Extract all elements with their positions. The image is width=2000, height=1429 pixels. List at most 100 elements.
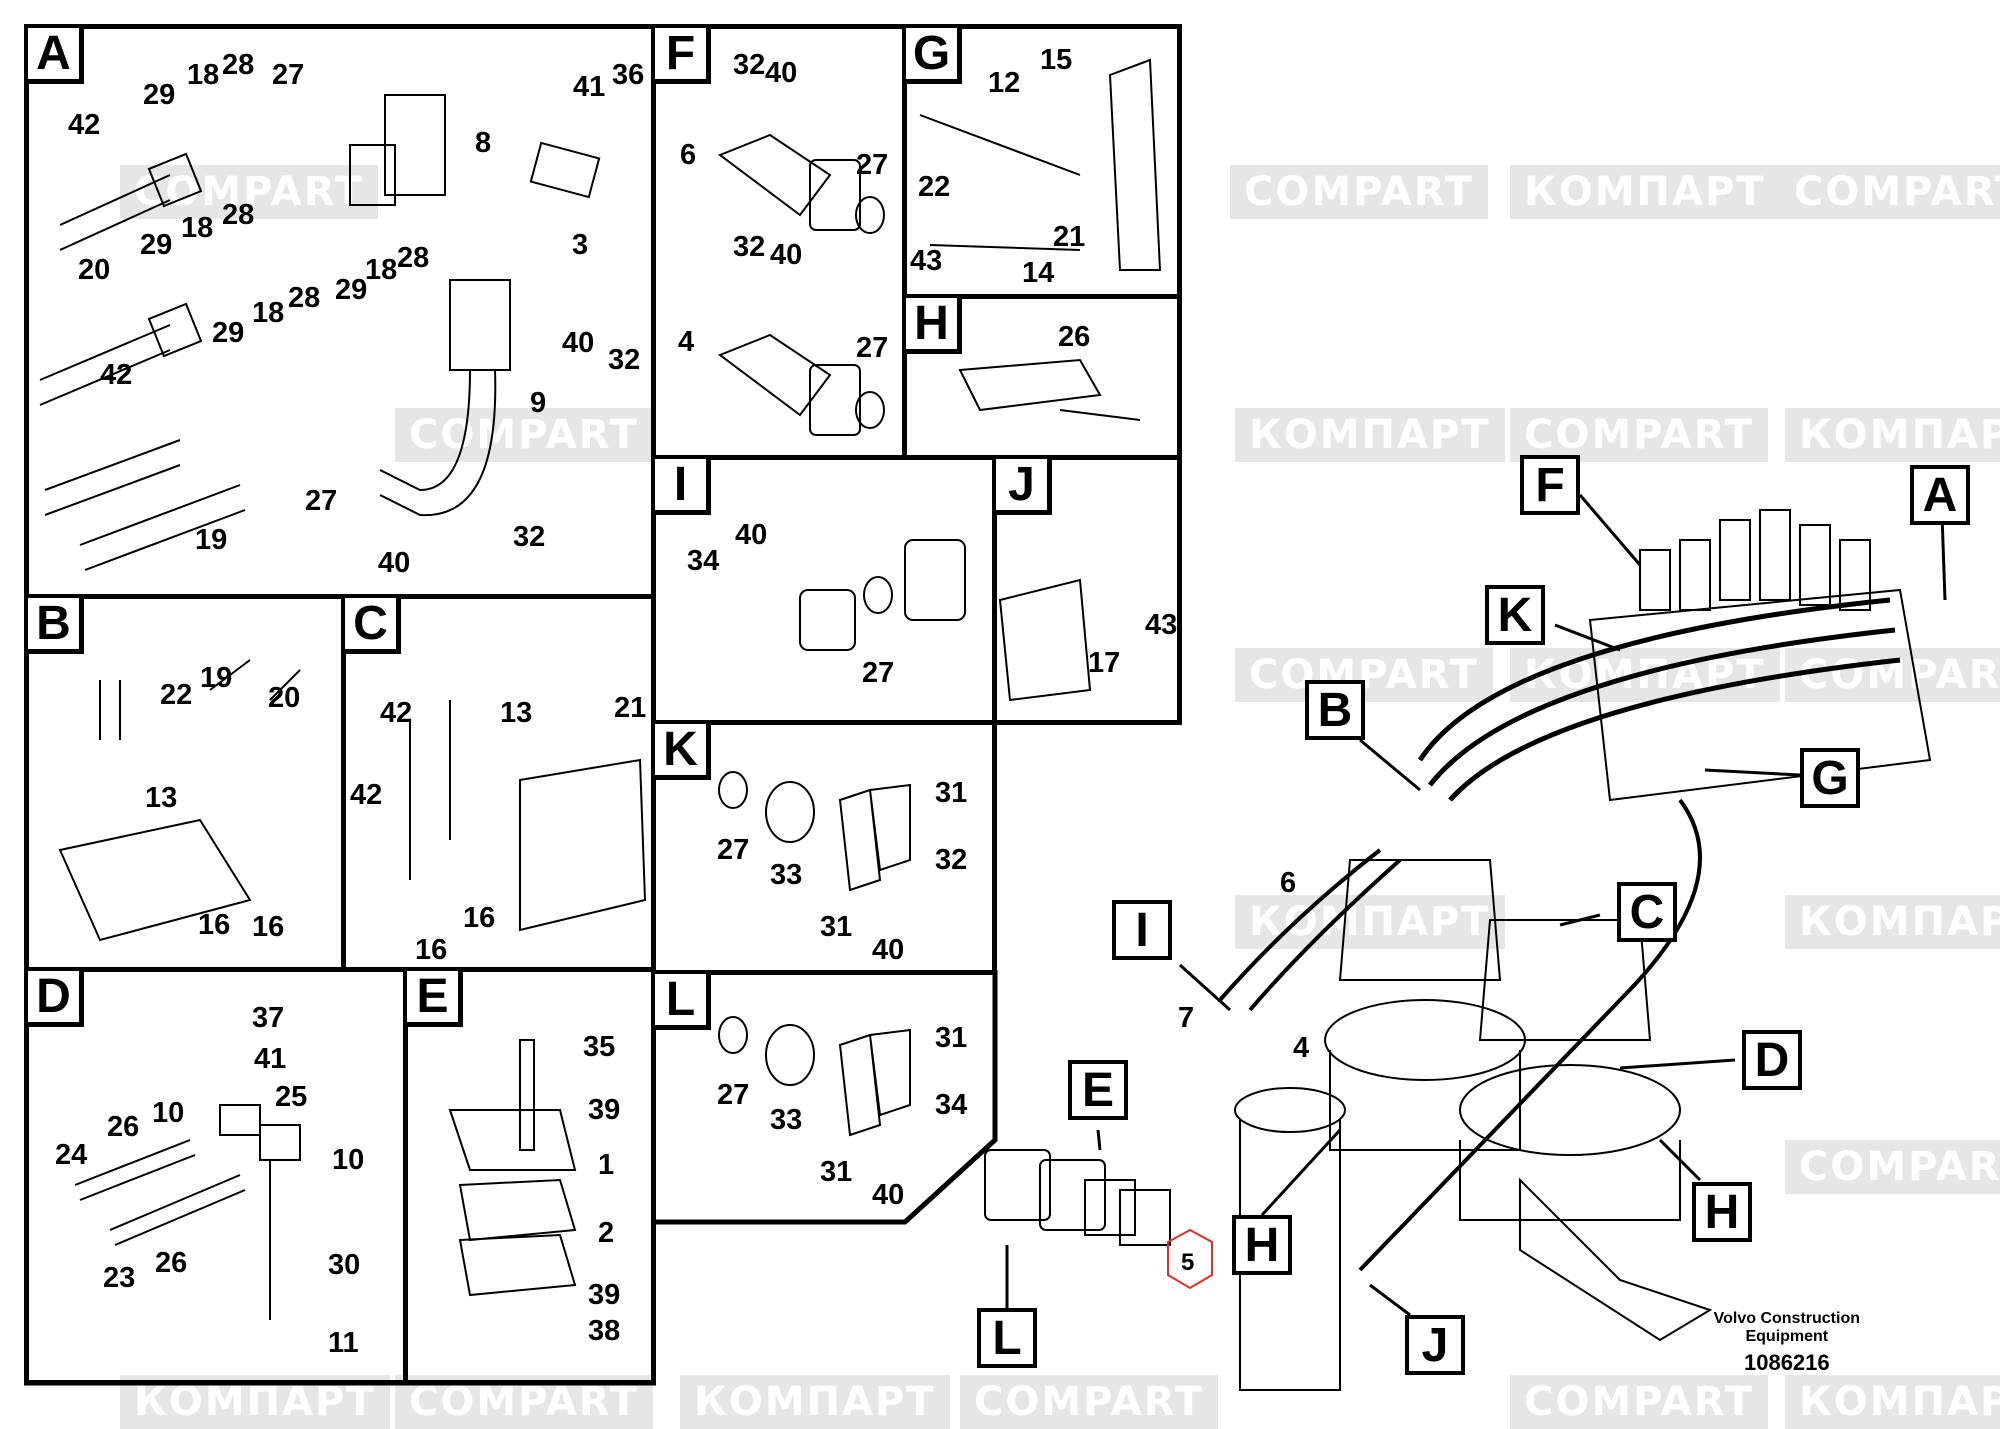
center-joint-top	[1234, 1087, 1346, 1133]
callout-number: 39	[588, 1094, 621, 1126]
highlighted-part-number[interactable]: 5	[1181, 1249, 1195, 1276]
watermark-kompart: КОМПАРТ	[1235, 895, 1505, 949]
swing-gear-1	[1329, 1050, 1521, 1151]
callout-k[interactable]: K	[1485, 585, 1545, 645]
callout-number: 35	[583, 1031, 616, 1063]
swing-gear-2	[1459, 1140, 1681, 1221]
callout-number: 26	[1058, 321, 1091, 353]
callout-number: 43	[1145, 609, 1178, 641]
panel-label: A	[28, 28, 84, 84]
callout-number: 36	[612, 59, 645, 91]
callout-i[interactable]: I	[1112, 900, 1172, 960]
panel-label: F	[655, 28, 711, 84]
flange	[349, 144, 396, 206]
callout-number: 25	[275, 1081, 308, 1113]
tubes	[74, 1139, 246, 1246]
flange	[809, 364, 861, 436]
callout-number: 41	[573, 71, 606, 103]
callout-number: 42	[380, 697, 413, 729]
hose-fitting	[147, 302, 203, 358]
callout-a[interactable]: A	[1910, 465, 1970, 525]
clamp-2	[458, 1178, 577, 1297]
callout-number: 13	[145, 782, 178, 814]
callout-g[interactable]: G	[1800, 748, 1860, 808]
hose-19	[79, 484, 246, 571]
callout-j[interactable]: J	[1405, 1315, 1465, 1375]
callout-number: 40	[770, 239, 803, 271]
callout-number: 9	[530, 387, 547, 419]
spools	[1639, 509, 1871, 611]
callout-number: 28	[222, 199, 255, 231]
callout-number: 40	[735, 519, 768, 551]
callout-c[interactable]: C	[1617, 882, 1677, 942]
watermark-compart: COMPART	[1230, 165, 1489, 219]
swivel	[998, 578, 1092, 702]
callout-number: 32	[608, 344, 641, 376]
part-number: 4	[1293, 1032, 1310, 1064]
panel-a: A	[24, 24, 656, 599]
panel-label: I	[655, 459, 711, 515]
o-ring-27	[855, 196, 885, 234]
callout-number: 14	[1022, 257, 1055, 289]
hoses	[409, 700, 451, 880]
clamp-assembly	[958, 358, 1141, 421]
flange	[809, 159, 861, 231]
callout-number: 21	[614, 692, 647, 724]
panel-label: B	[28, 598, 84, 654]
callout-number: 34	[687, 545, 720, 577]
flange	[904, 539, 966, 621]
callout-number: 42	[350, 779, 383, 811]
callout-e[interactable]: E	[1068, 1060, 1128, 1120]
callout-number: 16	[415, 934, 448, 966]
callout-number: 17	[1088, 647, 1121, 679]
valve-block	[58, 818, 252, 942]
callout-number: 30	[328, 1249, 361, 1281]
publisher-line2: Equipment	[1745, 1328, 1829, 1345]
callout-number: 40	[765, 57, 798, 89]
panel-label: L	[655, 974, 711, 1030]
callout-number: 28	[222, 49, 255, 81]
callout-number: 18	[252, 297, 285, 329]
callout-f[interactable]: F	[1520, 455, 1580, 515]
hoses-5-7	[1218, 848, 1402, 1012]
callout-number: 33	[770, 859, 803, 891]
callout-h[interactable]: H	[1692, 1182, 1752, 1242]
valve-block	[519, 758, 647, 932]
callout-number: 12	[988, 67, 1021, 99]
callout-number: 31	[820, 911, 853, 943]
callout-number: 32	[733, 49, 766, 81]
callout-number: 4	[678, 326, 695, 358]
callout-number: 41	[254, 1043, 287, 1075]
panel-j: J	[992, 455, 1182, 725]
fittings	[919, 114, 1081, 251]
callout-number: 16	[463, 902, 496, 934]
callout-number: 31	[935, 1022, 968, 1054]
callout-d[interactable]: D	[1742, 1030, 1802, 1090]
callout-b[interactable]: B	[1305, 680, 1365, 740]
o-ring-27	[863, 576, 893, 614]
callout-number: 42	[68, 109, 101, 141]
part-number: 7	[1178, 1002, 1195, 1034]
callout-number: 39	[588, 1279, 621, 1311]
callout-number: 10	[332, 1144, 365, 1176]
panel-b: B	[24, 594, 346, 972]
callout-number: 38	[588, 1315, 621, 1347]
callout-l[interactable]: L	[977, 1308, 1037, 1368]
callout-number: 29	[143, 79, 176, 111]
callout-number: 6	[680, 139, 697, 171]
callout-h[interactable]: H	[1232, 1215, 1292, 1275]
clamp-1	[448, 1109, 577, 1171]
callout-number: 29	[212, 317, 245, 349]
bolt-35	[519, 1039, 535, 1151]
elbow	[717, 133, 832, 417]
block-9	[449, 279, 511, 371]
panel-i: I	[651, 455, 997, 725]
panel-c: C	[341, 594, 656, 972]
callout-number: 27	[856, 332, 889, 364]
callout-number: 18	[187, 59, 220, 91]
hose-42	[44, 439, 181, 516]
callout-number: 19	[200, 662, 233, 694]
callout-number: 23	[103, 1262, 136, 1294]
callout-number: 11	[328, 1327, 359, 1359]
callout-number: 24	[55, 1139, 88, 1171]
